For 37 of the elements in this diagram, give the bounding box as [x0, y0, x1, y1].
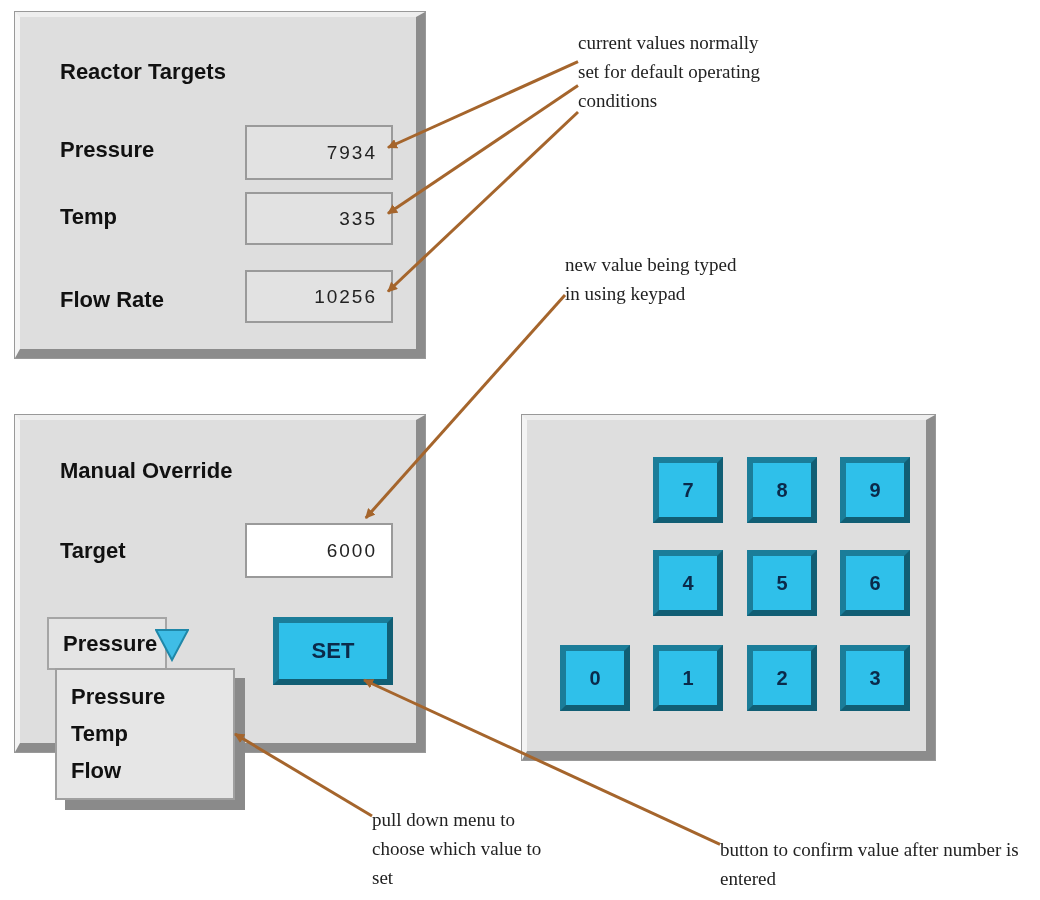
panel-title: Manual Override: [60, 458, 233, 484]
keypad-panel: [522, 415, 935, 760]
panel-title: Reactor Targets: [60, 59, 226, 85]
keypad-key: 1: [653, 645, 723, 711]
keypad-key: 5: [747, 550, 817, 616]
menu-item: Pressure: [71, 683, 167, 711]
field-label: Flow Rate: [60, 287, 164, 313]
annotation-text: button to confirm value after number is entered: [720, 835, 1035, 897]
field-label: Target: [60, 538, 126, 564]
keypad-key: 3: [840, 645, 910, 711]
leader-arrow: [386, 110, 580, 293]
value-display: 7934: [245, 125, 393, 180]
leader-arrow: [387, 84, 579, 215]
keypad-key: 7: [653, 457, 723, 523]
dropdown: Pressure: [47, 617, 168, 670]
set-button: SET: [273, 617, 393, 685]
field-label: Temp: [60, 204, 118, 230]
leader-arrow: [234, 732, 373, 818]
keypad-key: 6: [840, 550, 910, 616]
leader-arrow: [387, 60, 579, 149]
window-panel: [15, 12, 425, 358]
menu-item: Temp: [71, 720, 130, 748]
keypad-key: 9: [840, 457, 910, 523]
keypad-key: 2: [747, 645, 817, 711]
leader-arrow: [364, 294, 567, 519]
leader-arrow: [363, 678, 721, 846]
value-display: 335: [245, 192, 393, 245]
field-label: Pressure: [60, 137, 155, 163]
annotation-text: pull down menu to choose which value to set: [372, 805, 542, 897]
keypad-key: 8: [747, 457, 817, 523]
keypad-key: 0: [560, 645, 630, 711]
value-display: 10256: [245, 270, 393, 323]
menu-item: Flow: [71, 757, 123, 785]
annotation-text: new value being typed in using keypad: [565, 250, 740, 340]
keypad-key: 4: [653, 550, 723, 616]
input-field: 6000: [245, 523, 393, 578]
annotation-text: current values normally set for default operating conditions: [578, 28, 768, 148]
